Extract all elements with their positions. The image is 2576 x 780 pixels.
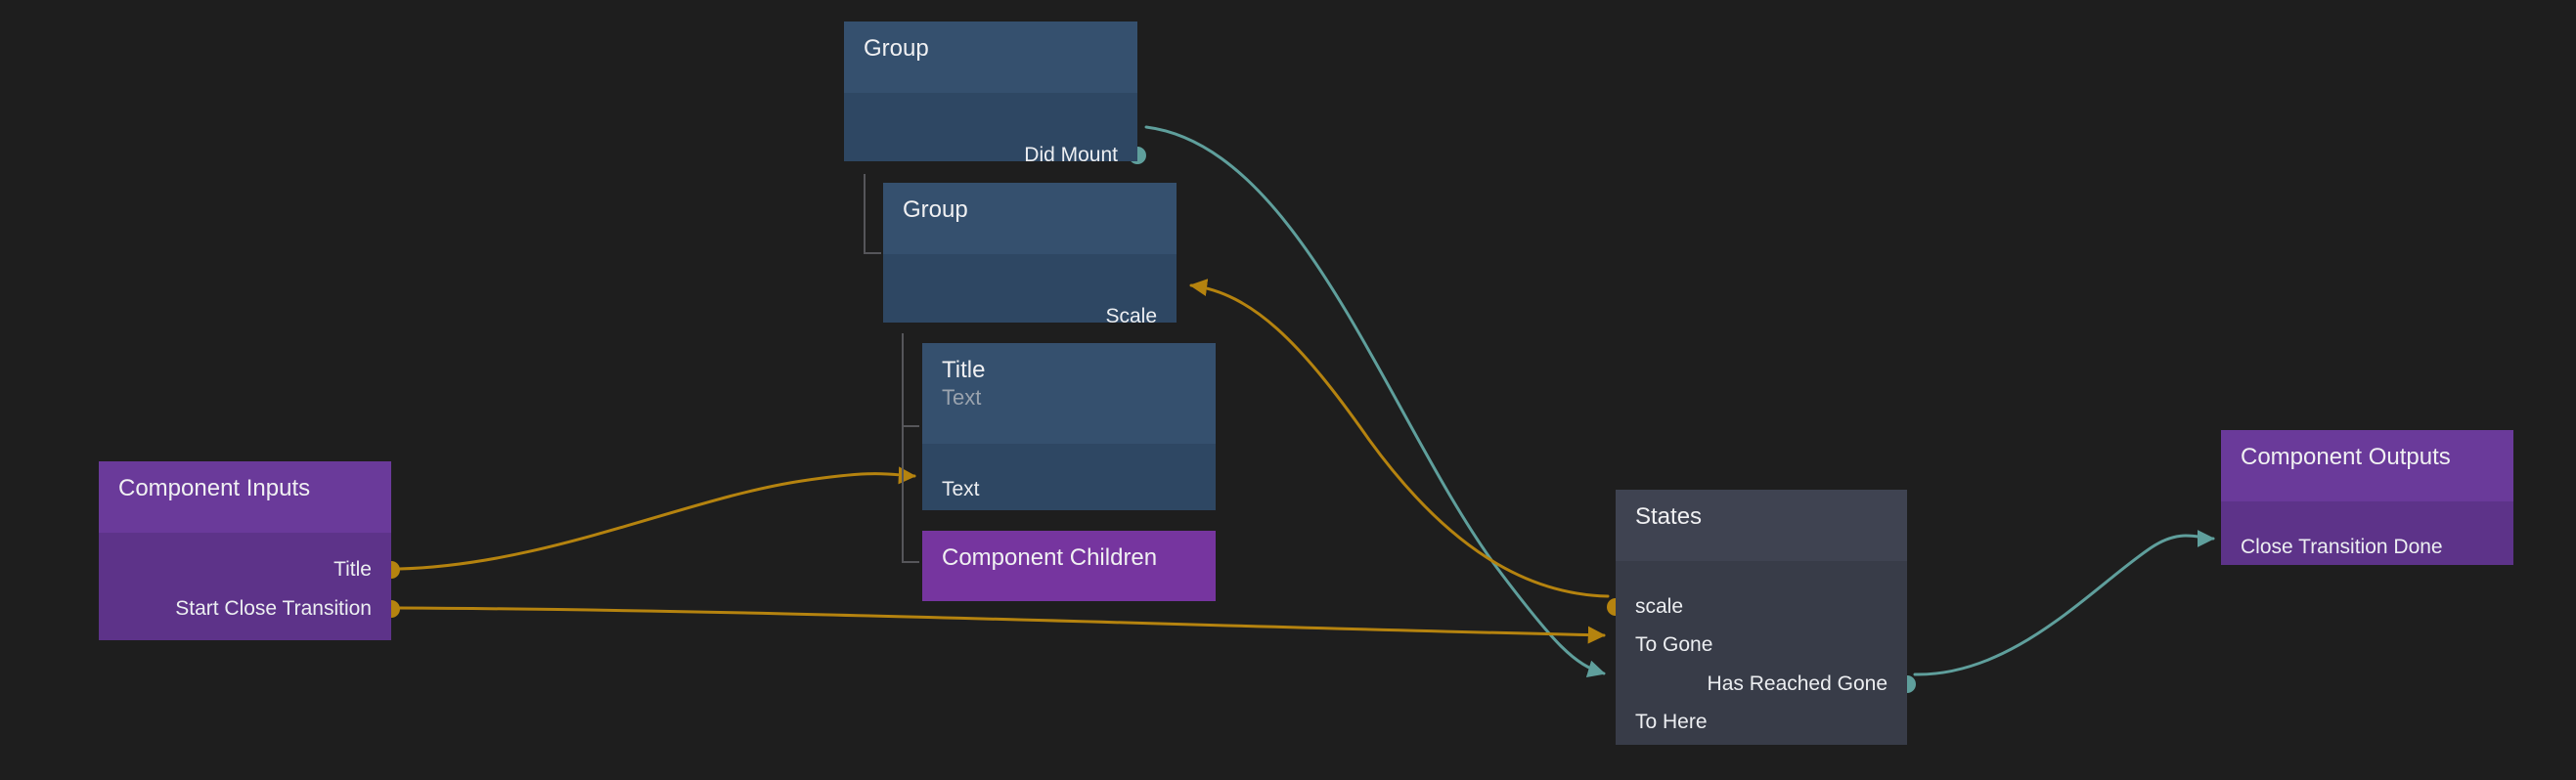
port-to-gone[interactable]: To Gone [1635, 633, 1712, 657]
node-title-group-2: Group [903, 196, 968, 223]
node-body-component-outputs: Close Transition Done [2221, 501, 2513, 565]
port-start-close-transition[interactable]: Start Close Transition [175, 597, 372, 621]
port-label-start-close-transition: Start Close Transition [175, 597, 372, 620]
port-label-text: Text [942, 478, 980, 500]
tree-connector-branch-group2-to-children-stub [902, 561, 919, 563]
tree-connector-branch-group1-to-group2 [864, 174, 866, 254]
port-label-title: Title [333, 558, 372, 581]
edge-title-to-text[interactable] [397, 466, 916, 571]
node-header-states[interactable]: States [1616, 490, 1907, 561]
port-label-scale: Scale [1105, 305, 1157, 323]
node-header-component-inputs[interactable]: Component Inputs [99, 461, 391, 533]
node-header-component-children[interactable]: Component Children [922, 531, 1216, 601]
port-label-did-mount: Did Mount [1024, 144, 1118, 161]
node-title-states: States [1635, 503, 1703, 530]
node-subtitle-title-node: Text [942, 385, 982, 411]
port-scale[interactable]: scale [1635, 595, 1683, 619]
node-title-component-inputs: Component Inputs [118, 475, 311, 501]
edge-scale-to-group-scale[interactable] [1189, 279, 1610, 598]
port-label-has-reached-gone: Has Reached Gone [1707, 672, 1888, 695]
port-to-here[interactable]: To Here [1635, 711, 1708, 734]
edge-has-reached-gone-to-close-transition-done[interactable] [1913, 529, 2215, 676]
port-close-transition-done[interactable]: Close Transition Done [2241, 536, 2443, 559]
node-body-group-2: Scale [883, 254, 1177, 323]
port-text[interactable]: Text [942, 478, 980, 501]
port-did-mount[interactable]: Did Mount [1024, 144, 1118, 161]
node-body-group-1: Did Mount [844, 93, 1137, 161]
port-title[interactable]: Title [333, 558, 372, 582]
port-label-to-here: To Here [1635, 711, 1708, 733]
tree-connector-branch-group1-to-group2-stub [864, 252, 881, 254]
node-component-children[interactable]: Component Children [922, 531, 1216, 601]
node-title-group-1: Group [864, 35, 929, 62]
node-body-title-node: Text [922, 444, 1216, 510]
port-label-close-transition-done: Close Transition Done [2241, 536, 2443, 558]
node-header-component-outputs[interactable]: Component Outputs [2221, 430, 2513, 501]
port-has-reached-gone[interactable]: Has Reached Gone [1708, 672, 1888, 696]
port-label-to-gone: To Gone [1635, 633, 1713, 656]
node-header-group-1[interactable]: Group [844, 22, 1137, 93]
port-label-scale: scale [1635, 595, 1684, 618]
node-header-group-2[interactable]: Group [883, 183, 1177, 254]
node-title-component-outputs: Component Outputs [2241, 444, 2451, 470]
tree-connector-branch-group2-trunk [902, 333, 904, 563]
node-title-component-children: Component Children [942, 544, 1158, 571]
port-scale[interactable]: Scale [1105, 305, 1157, 323]
tree-connector-branch-group2-to-title-stub [902, 425, 919, 427]
edge-start-close-to-to-gone[interactable] [397, 606, 1606, 644]
node-title-title-node: Title [942, 357, 986, 383]
